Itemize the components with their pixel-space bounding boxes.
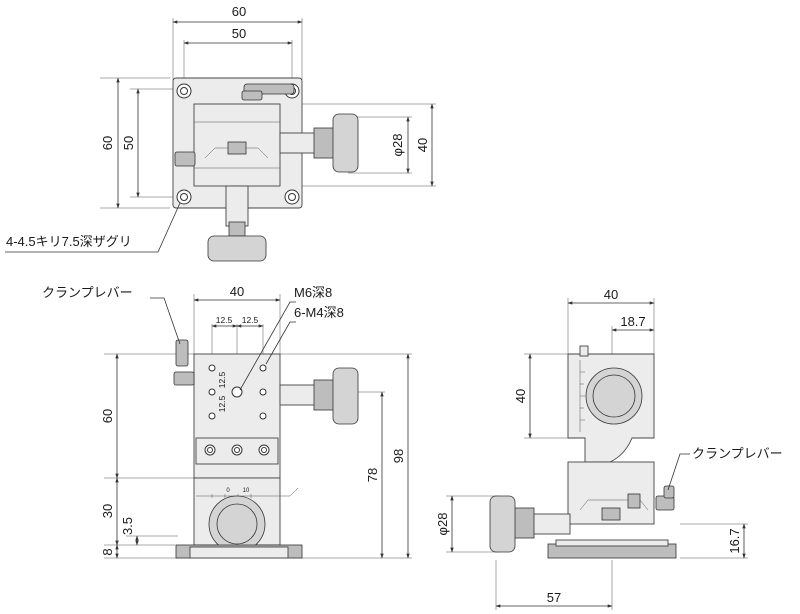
dim-front-width: 40 — [230, 284, 244, 299]
svg-text:10: 10 — [243, 488, 250, 494]
side-lever-label: クランプレバー — [692, 446, 783, 461]
dim-front-height-total: 98 — [391, 449, 406, 463]
side-knob-left — [489, 495, 516, 553]
hole-note: 4-4.5キリ7.5深ザグリ — [6, 234, 132, 249]
front-tapped-holes — [204, 364, 270, 456]
svg-text:0: 0 — [226, 488, 230, 494]
dim-front-offset-small: 3.5 — [120, 517, 135, 535]
dim-front-height-lower: 30 — [100, 504, 115, 518]
front-clamp-lever — [175, 339, 189, 367]
dim-top-height-outer: 60 — [100, 136, 115, 150]
dim-front-pitch-y1: 12.5 — [217, 371, 227, 388]
dim-top-knob-dia: φ28 — [390, 134, 405, 157]
side-view: クランプレバー 40 18.7 40 φ28 16.7 57 — [435, 287, 783, 610]
top-knob-right — [332, 113, 359, 173]
dim-side-knob-dia: φ28 — [435, 513, 450, 536]
dim-top-width-inner: 50 — [232, 26, 246, 41]
front-view: 0 10 クランプレバー M6深8 6-M4深8 40 12.5 12.5 12… — [42, 284, 412, 559]
dim-top-width-outer: 60 — [232, 4, 246, 19]
front-thread-center-label: M6深8 — [294, 285, 332, 300]
dim-top-height-right: 40 — [415, 138, 430, 152]
top-guide-block — [227, 141, 247, 155]
dim-front-pitch-x1: 12.5 — [216, 315, 233, 325]
dim-front-height-mid: 78 — [365, 468, 380, 482]
dim-front-pitch-x2: 12.5 — [242, 315, 259, 325]
dim-side-offset: 18.7 — [620, 314, 645, 329]
dim-side-total-length: 57 — [547, 590, 561, 605]
dim-side-base-height: 16.7 — [727, 528, 742, 553]
dim-side-height: 40 — [513, 389, 528, 403]
dim-front-pitch-y2: 12.5 — [217, 395, 227, 412]
top-shaft-bottom — [225, 185, 249, 227]
top-knob-bottom — [207, 235, 267, 262]
front-thread-holes-label: 6-M4深8 — [294, 305, 344, 320]
front-knob-right — [332, 367, 359, 425]
top-view: 60 50 60 50 φ28 40 4-4.5キリ7.5深ザグリ — [5, 4, 436, 262]
dim-front-base-thk: 8 — [100, 548, 115, 555]
side-knob-upper — [585, 367, 643, 425]
top-shaft-right — [279, 132, 317, 154]
side-scale-ticks — [580, 371, 585, 421]
hole-note-leader — [5, 202, 181, 253]
dim-side-width: 40 — [604, 287, 618, 302]
dim-top-height-inner: 50 — [121, 136, 136, 150]
front-lever-label: クランプレバー — [42, 285, 133, 300]
dim-front-height-upper: 60 — [100, 409, 115, 423]
